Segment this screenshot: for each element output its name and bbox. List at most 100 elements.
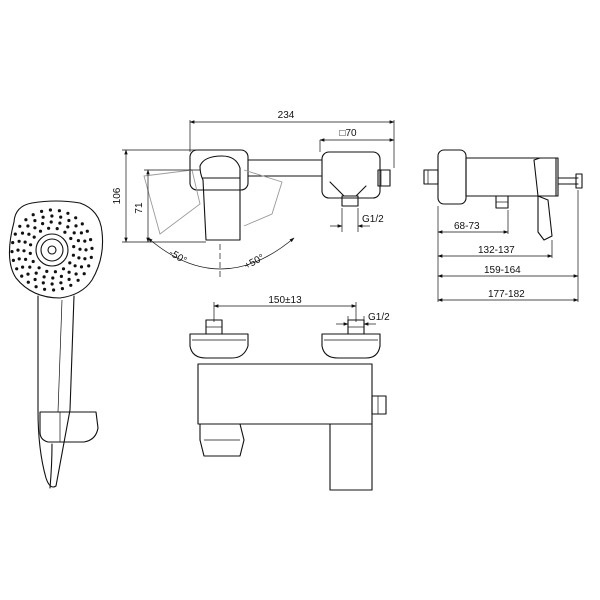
right-rosette (321, 151, 381, 199)
nozzle-dot (16, 248, 20, 252)
nozzle-dot (79, 231, 83, 235)
nozzle-dot (50, 282, 54, 286)
rotation-arc (147, 237, 295, 270)
nozzle-dot (42, 275, 46, 279)
nozzle-dot (84, 248, 88, 252)
hand-shower-view (8, 200, 104, 489)
dim-68-label: 68-73 (454, 221, 480, 232)
side-outlet (377, 169, 391, 187)
inlet-stub (423, 169, 439, 185)
nozzle-dot (26, 280, 30, 284)
nozzle-dot (67, 270, 71, 274)
side-lever (533, 157, 557, 197)
nozzle-dot (23, 240, 27, 244)
nozzle-dot (89, 238, 93, 242)
spray-center (47, 245, 57, 255)
nozzle-dot (72, 245, 76, 249)
angle-left-label: -50° (167, 248, 188, 267)
nozzle-dot (66, 225, 70, 229)
front-body (197, 363, 373, 425)
nozzle-dot (82, 272, 86, 276)
nozzle-dot (58, 221, 62, 225)
spout-end (575, 173, 583, 189)
front-view: 150±13 G1/2 (189, 295, 390, 491)
nozzle-dot (57, 209, 62, 213)
spray-inner-ring (40, 238, 64, 262)
spout-top (329, 181, 367, 197)
thread-label-top: G1/2 (362, 214, 384, 225)
nozzle-dot (41, 281, 45, 285)
nozzle-dot (17, 257, 21, 261)
nozzle-dot (80, 222, 84, 226)
nozzle-dot (79, 265, 84, 269)
nozzle-dot (26, 272, 30, 276)
nozzle-dot (77, 256, 81, 260)
side-body (465, 157, 559, 197)
nozzle-dot (43, 287, 47, 291)
nozzle-dot (11, 241, 15, 245)
nozzle-dot (69, 283, 73, 287)
nozzle-dot (87, 264, 91, 268)
nozzle-dot (20, 274, 24, 278)
nozzle-dot (17, 239, 21, 243)
nozzle-dot (73, 264, 77, 268)
nozzle-dot (32, 235, 36, 239)
shower-head-outline (8, 200, 104, 299)
nozzle-dot (74, 272, 78, 276)
nozzle-dot (21, 265, 25, 269)
nozzle-dot (69, 236, 73, 241)
nozzle-dot (50, 214, 54, 218)
nozzle-dot (67, 218, 71, 223)
nozzle-dot (83, 257, 87, 261)
nozzle-dot (45, 269, 49, 273)
nozzle-dot (47, 226, 51, 230)
nozzle-dot (71, 253, 75, 257)
dim-106-label: 106 (112, 187, 123, 204)
nozzle-dot (83, 239, 87, 243)
nozzle-dot (53, 270, 58, 274)
nozzle-dot (33, 226, 37, 230)
nozzle-dot (67, 277, 71, 281)
side-handle-down (537, 195, 553, 241)
dim-234-label: 234 (278, 110, 295, 121)
nozzle-dot (37, 266, 41, 270)
front-side-outlet (371, 395, 387, 415)
nozzle-pattern (10, 208, 94, 292)
nozzle-dot (74, 216, 78, 220)
nozzle-dot (27, 232, 31, 236)
nozzle-dot (28, 265, 32, 269)
dim-177-label: 177-182 (488, 289, 525, 300)
lever-handle (199, 155, 241, 241)
thread-label-front: G1/2 (368, 312, 390, 323)
nozzle-dot (74, 224, 78, 228)
nozzle-dot (66, 211, 70, 215)
nozzle-dot (24, 218, 28, 222)
nozzle-dot (31, 213, 35, 217)
nozzle-dot (28, 251, 32, 255)
nozzle-dot (68, 261, 72, 265)
nozzle-dot (18, 224, 22, 228)
nozzle-dot (34, 285, 38, 289)
hose (49, 443, 53, 489)
nozzle-dot (34, 271, 38, 275)
diverter-knob (199, 423, 245, 457)
side-rosette (437, 149, 467, 205)
front-lever (329, 423, 373, 491)
nozzle-dot (29, 243, 33, 247)
nozzle-dot (20, 231, 25, 235)
nozzle-dot (85, 229, 89, 233)
nozzle-dot (60, 287, 64, 291)
nozzle-dot (22, 249, 26, 253)
front-left-rosette (189, 333, 249, 359)
nozzle-dot (24, 257, 28, 261)
nozzle-dot (13, 232, 17, 236)
nozzle-dot (38, 229, 43, 233)
nozzle-dot (31, 259, 35, 264)
top-view: 234 □70 -50° +50° 106 (112, 110, 395, 278)
nozzle-dot (52, 288, 56, 292)
nozzle-dot (78, 247, 82, 251)
front-right-rosette (321, 333, 381, 359)
nozzle-dot (63, 230, 67, 234)
